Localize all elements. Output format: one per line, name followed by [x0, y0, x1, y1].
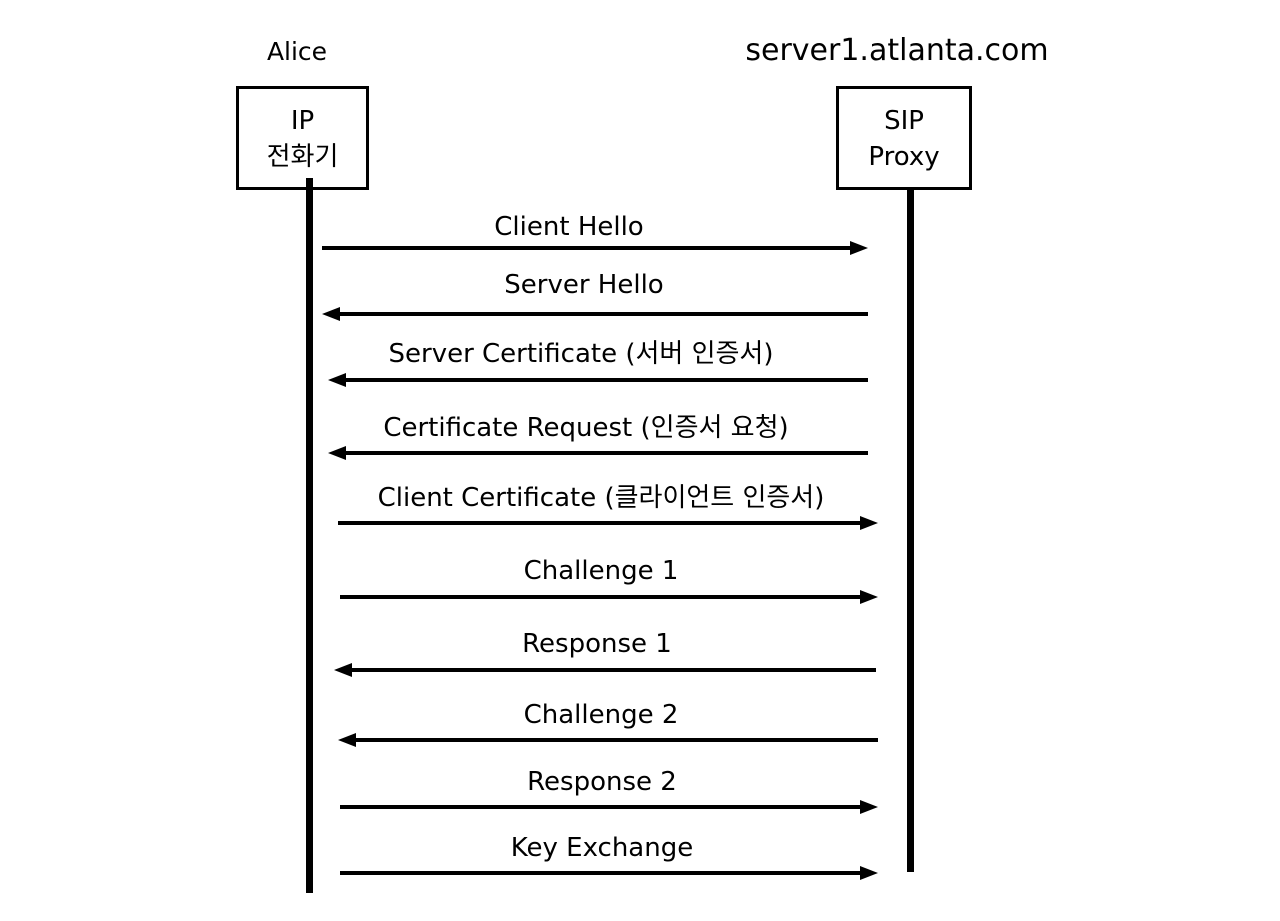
alice-participant-name: Alice — [266, 37, 328, 66]
message-4: Certificate Request (인증서 요청) — [328, 413, 868, 460]
message-label: Response 2 — [527, 767, 677, 797]
arrowhead-left-icon — [334, 663, 352, 677]
arrowhead-left-icon — [328, 373, 346, 387]
arrowhead-right-icon — [860, 866, 878, 880]
sip-proxy-box-line2: Proxy — [868, 142, 940, 172]
message-3: Server Certificate (서버 인증서) — [328, 339, 868, 387]
message-label: Client Certificate (클라이언트 인증서) — [378, 483, 825, 513]
message-8: Challenge 2 — [338, 700, 878, 747]
sip-proxy-box-line1: SIP — [884, 106, 924, 136]
arrowhead-left-icon — [322, 307, 340, 321]
arrowhead-right-icon — [850, 241, 868, 255]
message-9: Response 2 — [340, 767, 878, 814]
proxy-participant-name: server1.atlanta.com — [745, 33, 1049, 68]
ip-phone-box: IP 전화기 — [236, 86, 369, 190]
message-label: Key Exchange — [511, 833, 693, 863]
arrowhead-right-icon — [860, 590, 878, 604]
arrowhead-right-icon — [860, 800, 878, 814]
message-label: Client Hello — [494, 212, 643, 242]
message-label: Server Certificate (서버 인증서) — [389, 339, 774, 369]
message-2: Server Hello — [322, 270, 868, 321]
message-label: Server Hello — [504, 270, 663, 300]
arrowhead-left-icon — [328, 446, 346, 460]
arrowhead-left-icon — [338, 733, 356, 747]
message-label: Response 1 — [522, 629, 672, 659]
message-7: Response 1 — [334, 629, 876, 677]
message-label: Challenge 2 — [524, 700, 679, 730]
message-label: Challenge 1 — [524, 556, 679, 586]
message-label: Certificate Request (인증서 요청) — [383, 413, 788, 443]
arrowhead-right-icon — [860, 516, 878, 530]
alice-lifeline — [306, 178, 313, 893]
sip-proxy-box: SIP Proxy — [836, 86, 972, 190]
message-10: Key Exchange — [340, 833, 878, 880]
message-1: Client Hello — [322, 212, 868, 255]
ip-phone-box-line1: IP — [290, 106, 315, 136]
message-6: Challenge 1 — [340, 556, 878, 604]
message-5: Client Certificate (클라이언트 인증서) — [338, 483, 878, 530]
ip-phone-box-line2: 전화기 — [266, 142, 339, 172]
proxy-lifeline — [907, 190, 914, 872]
